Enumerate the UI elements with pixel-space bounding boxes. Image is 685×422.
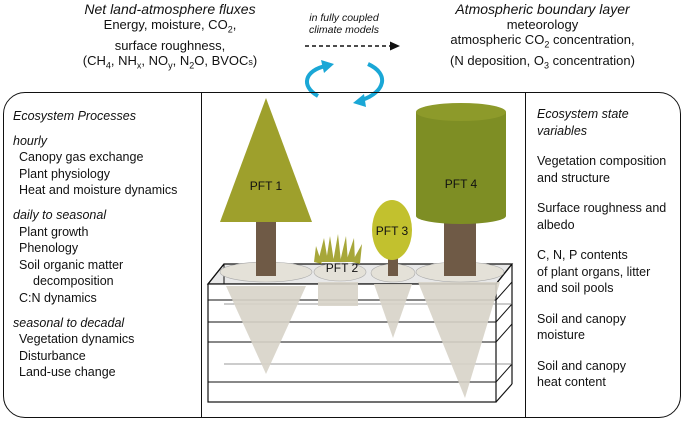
pft1-label: PFT 1 bbox=[250, 179, 283, 193]
main-frame bbox=[3, 92, 681, 418]
pft4-label: PFT 4 bbox=[445, 177, 478, 191]
grass-blade bbox=[340, 236, 348, 262]
soil-layer-line bbox=[495, 363, 513, 383]
ecosystem-state-title-line1: Ecosystem state bbox=[537, 107, 629, 121]
soil-edge bbox=[495, 383, 513, 403]
process-item: Plant growth bbox=[19, 224, 89, 239]
ecosystem-processes-title: Ecosystem Processes bbox=[13, 109, 136, 123]
root-zone-pft2 bbox=[318, 282, 358, 306]
ecosystem-state-panel: Ecosystem state variables Vegetation com… bbox=[537, 106, 682, 391]
left-divider bbox=[201, 93, 202, 417]
soil-edge bbox=[495, 263, 513, 285]
pft4-canopy-bottom bbox=[416, 208, 506, 224]
cycle-arrow-right bbox=[361, 62, 385, 102]
state-block: Vegetation composition and structure bbox=[537, 154, 667, 185]
process-item: Phenology bbox=[19, 241, 79, 256]
pft4-canopy bbox=[416, 112, 506, 216]
boundary-layer-line1: meteorology bbox=[506, 17, 579, 32]
process-item: Canopy gas exchange bbox=[19, 150, 144, 165]
process-item: Heat and moisture dynamics bbox=[19, 183, 178, 198]
pft1-tree: PFT 1 bbox=[220, 98, 312, 276]
pft1-trunk bbox=[256, 218, 276, 276]
pft2-grass: PFT 2 bbox=[314, 234, 362, 275]
cycle-arrow-left bbox=[305, 64, 327, 98]
boundary-layer-block: Atmospheric boundary layer meteorology a… bbox=[400, 2, 685, 73]
soil-layer-line bbox=[495, 303, 513, 323]
grass-blade bbox=[314, 246, 322, 264]
cycle-arrow-left-head-icon bbox=[321, 60, 334, 73]
root-cones bbox=[226, 282, 500, 398]
process-group-heading: daily to seasonal bbox=[13, 207, 107, 222]
grass-blade bbox=[352, 244, 362, 264]
process-item: Land-use change bbox=[19, 365, 116, 380]
grass-blade bbox=[318, 238, 328, 262]
right-divider bbox=[525, 93, 526, 417]
soil-layer-line bbox=[495, 323, 513, 343]
coupled-models-note: in fully coupled climate models bbox=[308, 12, 380, 36]
grass-blade bbox=[326, 236, 334, 262]
pft3-trunk bbox=[388, 252, 398, 276]
boundary-layer-title: Atmospheric boundary layer bbox=[455, 1, 630, 17]
pft3-tree: PFT 3 bbox=[372, 200, 412, 276]
grass-blade bbox=[333, 234, 341, 262]
ecosystem-state-title-line2: variables bbox=[537, 123, 588, 138]
boundary-layer-line2: atmospheric CO2 concentration, bbox=[450, 32, 635, 50]
net-fluxes-line2: surface roughness, bbox=[114, 37, 226, 53]
root-cone-pft4 bbox=[418, 282, 500, 398]
net-fluxes-line1: Energy, moisture, CO2, bbox=[103, 17, 237, 35]
pft3-canopy bbox=[372, 200, 412, 260]
dashed-arrow-head-icon bbox=[390, 41, 400, 51]
state-block: Surface roughness and albedo bbox=[537, 201, 667, 232]
process-group-heading: seasonal to decadal bbox=[13, 315, 125, 330]
state-block: C, N, P contents of plant organs, litter… bbox=[537, 248, 651, 295]
pft3-label: PFT 3 bbox=[376, 224, 409, 238]
process-item: decomposition bbox=[33, 274, 114, 289]
root-cone-pft3 bbox=[374, 284, 412, 338]
process-item: Vegetation dynamics bbox=[19, 332, 135, 347]
process-group-heading: hourly bbox=[13, 133, 48, 148]
pft4-tree: PFT 4 bbox=[416, 103, 506, 276]
process-item: Disturbance bbox=[19, 348, 86, 363]
soil-layer-line bbox=[495, 281, 513, 301]
state-block: Soil and canopy moisture bbox=[537, 311, 626, 343]
ecosystem-processes-panel: Ecosystem Processes hourly Canopy gas ex… bbox=[13, 108, 198, 381]
process-item: C:N dynamics bbox=[19, 290, 97, 305]
grass-blade bbox=[346, 238, 355, 262]
pft2-label: PFT 2 bbox=[326, 261, 359, 275]
process-item: Soil organic matter bbox=[19, 257, 124, 272]
root-cone-pft1 bbox=[226, 286, 306, 374]
soil-edge bbox=[207, 263, 225, 285]
net-fluxes-block: Net land-atmosphere fluxes Energy, moist… bbox=[40, 2, 300, 73]
state-block: Soil and canopy heat content bbox=[537, 358, 626, 390]
process-item: Plant physiology bbox=[19, 166, 111, 181]
net-fluxes-line3: (CH4, NHx, NOy, N2O, BVOCs) bbox=[82, 52, 258, 71]
pft1-canopy bbox=[220, 98, 312, 222]
net-fluxes-title: Net land-atmosphere fluxes bbox=[84, 1, 256, 17]
boundary-layer-line3: (N deposition, O3 concentration) bbox=[450, 52, 635, 71]
ground-patch-pft2 bbox=[313, 262, 367, 282]
cycle-arrow-right-head-icon bbox=[353, 94, 366, 107]
pft4-canopy-top bbox=[416, 103, 506, 121]
